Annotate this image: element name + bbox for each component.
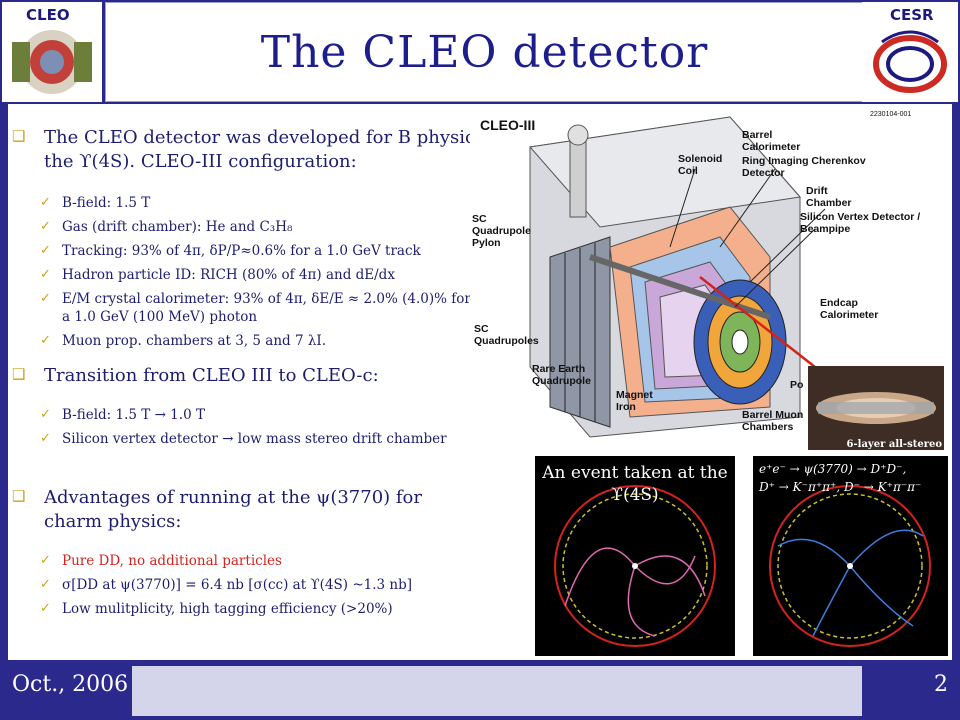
label-rich: Ring Imaging Cherenkov Detector: [742, 155, 866, 179]
label-po: Po: [790, 379, 804, 391]
check-icon: ✓: [40, 291, 51, 306]
label-magnet-iron: Magnet Iron: [616, 389, 653, 413]
event-caption-right-line1: e⁺e⁻ → ψ(3770) → D⁺D⁻,: [759, 462, 907, 476]
check-icon: ✓: [40, 553, 51, 568]
cleo-logo-text: CLEO: [26, 6, 70, 24]
sub-item: ✓Muon prop. chambers at 3, 5 and 7 λI.: [40, 333, 327, 349]
bullet-text: Transition from CLEO III to CLEO-c:: [44, 365, 379, 386]
sub-item: ✓Tracking: 93% of 4π, δP/P≈0.6% for a 1.…: [40, 243, 421, 259]
check-icon: ✓: [40, 407, 51, 422]
check-icon: ✓: [40, 195, 51, 210]
check-icon: ✓: [40, 577, 51, 592]
check-icon: ✓: [40, 333, 51, 348]
bullet-cleo-detector: ❑ The CLEO detector was developed for B …: [12, 126, 524, 174]
footer-box: [132, 666, 862, 716]
title-bar: The CLEO detector: [105, 2, 864, 102]
page-title: The CLEO detector: [260, 26, 709, 78]
check-icon: ✓: [40, 219, 51, 234]
event-caption-right-line2: D⁺ → K⁻π⁺π⁺, D⁻ → K⁺π⁻π⁻: [759, 480, 922, 494]
label-sc-quadrupole-pylon: SC Quadrupole Pylon: [472, 213, 531, 249]
event-display-upsilon: An event taken at the ϒ(4S): [535, 456, 735, 656]
label-solenoid-coil: Solenoid Coil: [678, 153, 723, 177]
sub-item: ✓B-field: 1.5 T → 1.0 T: [40, 407, 205, 423]
sub-item: ✓Gas (drift chamber): He and C₃H₈: [40, 219, 293, 235]
check-icon: ✓: [40, 243, 51, 258]
check-icon: ✓: [40, 431, 51, 446]
event-caption-right: e⁺e⁻ → ψ(3770) → D⁺D⁻, D⁺ → K⁻π⁺π⁺, D⁻ →…: [759, 460, 944, 496]
cleo-logo: CLEO: [2, 2, 102, 102]
label-sc-quadrupoles: SC Quadrupoles: [474, 323, 539, 347]
sub-item: ✓B-field: 1.5 T: [40, 195, 151, 211]
cesr-logo-text: CESR: [890, 6, 934, 24]
sub-item: ✓E/M crystal calorimeter: 93% of 4π, δE/…: [40, 291, 471, 325]
page-number: 2: [934, 672, 948, 697]
drift-chamber-inset-photo: 6-layer all-stereo: [808, 366, 944, 450]
bullet-transition: ❑ Transition from CLEO III to CLEO-c:: [12, 364, 524, 388]
label-endcap-calorimeter: Endcap Calorimeter: [820, 297, 879, 321]
figure-code: 2230104-001: [870, 111, 912, 118]
sub-item: ✓Hadron particle ID: RICH (80% of 4π) an…: [40, 267, 395, 283]
sub-item: ✓Low mulitplicity, high tagging efficien…: [40, 601, 393, 617]
check-icon: ✓: [40, 601, 51, 616]
cleo-iii-detector-figure: CLEO-III 2230104-001 Solenoid Coil Barre…: [470, 107, 948, 447]
cesr-logo: CESR: [862, 2, 958, 102]
checkbox-bullet-icon: ❑: [12, 487, 26, 505]
sub-item: ✓Silicon vertex detector → low mass ster…: [40, 431, 447, 447]
figure-main-label: CLEO-III: [480, 117, 536, 133]
label-drift-chamber: Drift Chamber: [806, 185, 852, 209]
sub-item: ✓σ[DD at ψ(3770)] = 6.4 nb [σ(cc) at ϒ(4…: [40, 577, 413, 593]
checkbox-bullet-icon: ❑: [12, 127, 26, 145]
bullet-text: The CLEO detector was developed for B ph…: [44, 127, 509, 172]
footer-date: Oct., 2006: [12, 672, 129, 697]
checkbox-bullet-icon: ❑: [12, 365, 26, 383]
check-icon: ✓: [40, 267, 51, 282]
label-silicon-vertex: Silicon Vertex Detector / Beampipe: [800, 211, 921, 235]
label-barrel-calorimeter: Barrel Calorimeter: [742, 129, 801, 153]
event-caption-left: An event taken at the ϒ(4S): [542, 463, 728, 505]
bullet-text: Advantages of running at the ψ(3770) for…: [44, 487, 422, 532]
footer: Oct., 2006 2: [0, 662, 960, 720]
sub-item: ✓Pure DD, no additional particles: [40, 553, 282, 569]
bullet-advantages: ❑ Advantages of running at the ψ(3770) f…: [12, 486, 484, 534]
inset-label: 6-layer all-stereo: [846, 439, 942, 450]
label-rare-earth-quadrupole: Rare Earth Quadrupole: [532, 363, 591, 387]
event-display-psi3770: e⁺e⁻ → ψ(3770) → D⁺D⁻, D⁺ → K⁻π⁺π⁺, D⁻ →…: [753, 456, 948, 656]
label-barrel-muon-chambers: Barrel Muon Chambers: [742, 409, 804, 433]
